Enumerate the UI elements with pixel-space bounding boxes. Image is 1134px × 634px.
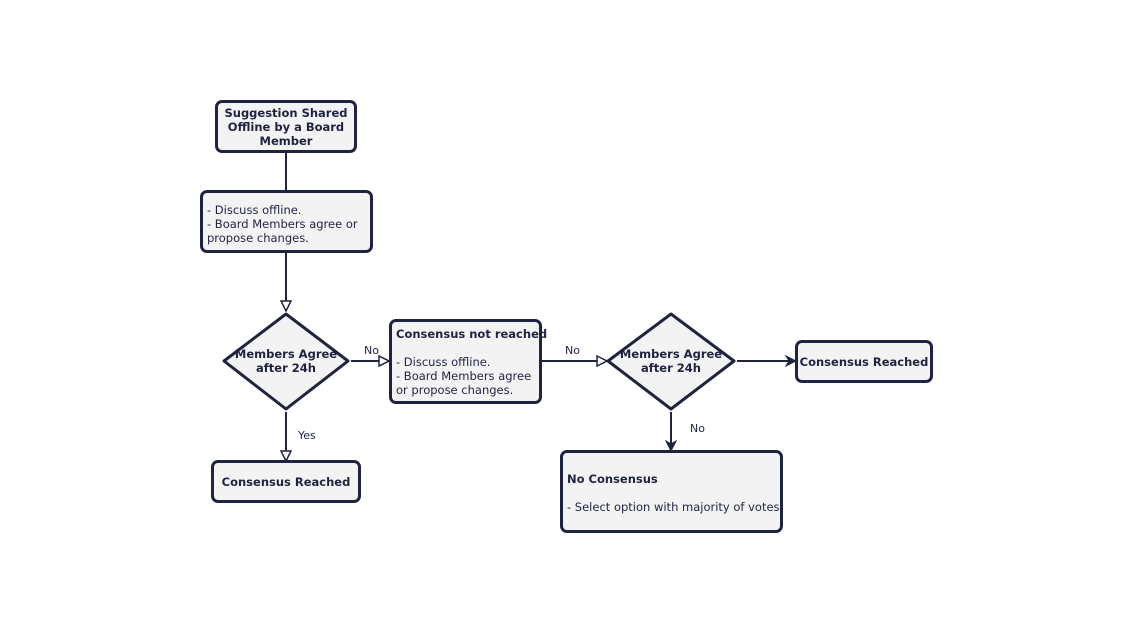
decision-2-label: Members Agree after 24h <box>608 340 734 382</box>
decision-2-line-2: after 24h <box>641 361 701 375</box>
no-consensus-line-1: - Select option with majority of votes. <box>567 500 784 514</box>
consensus-not-reached-line-2: - Board Members agree <box>396 369 532 383</box>
discuss-line-3: propose changes. <box>207 231 309 245</box>
decision-diamond-1[interactable] <box>222 312 350 411</box>
suggestion-line-2: Offline by a Board <box>227 119 345 134</box>
decision-1-label: Members Agree after 24h <box>224 340 348 382</box>
consensus-reached-bottom-label: Consensus Reached <box>221 474 351 489</box>
consensus-reached-node-bottom[interactable]: Consensus Reached <box>211 460 361 503</box>
suggestion-line-3: Member <box>259 133 313 148</box>
no-consensus-title: No Consensus <box>567 472 658 486</box>
consensus-reached-right-label: Consensus Reached <box>799 354 929 369</box>
decision-1-line-2: after 24h <box>256 361 316 375</box>
discuss-line-2: - Board Members agree or <box>207 217 358 231</box>
edge-label-no-3: No <box>690 422 705 435</box>
decision-1-line-1: Members Agree <box>234 347 338 361</box>
no-consensus-node[interactable]: No Consensus - Select option with majori… <box>560 450 783 533</box>
suggestion-node[interactable]: Suggestion Shared Offline by a Board Mem… <box>215 100 357 153</box>
spacer <box>396 341 535 355</box>
decision-2-line-1: Members Agree <box>619 347 723 361</box>
consensus-not-reached-line-1: - Discuss offline. <box>396 355 491 369</box>
edge-label-no-1: No <box>364 344 379 357</box>
consensus-reached-node-right[interactable]: Consensus Reached <box>795 340 933 383</box>
discuss-line-1: - Discuss offline. <box>207 203 302 217</box>
decision-diamond-2[interactable] <box>606 312 736 411</box>
consensus-not-reached-node[interactable]: Consensus not reached - Discuss offline.… <box>389 319 548 404</box>
edge-label-yes: Yes <box>298 429 316 442</box>
consensus-not-reached-line-3: or propose changes. <box>396 383 514 397</box>
edge-label-no-2: No <box>565 344 580 357</box>
consensus-not-reached-title: Consensus not reached <box>396 327 548 341</box>
discuss-offline-node[interactable]: - Discuss offline. - Board Members agree… <box>200 190 373 253</box>
suggestion-line-1: Suggestion Shared <box>224 105 348 120</box>
spacer <box>567 486 776 500</box>
